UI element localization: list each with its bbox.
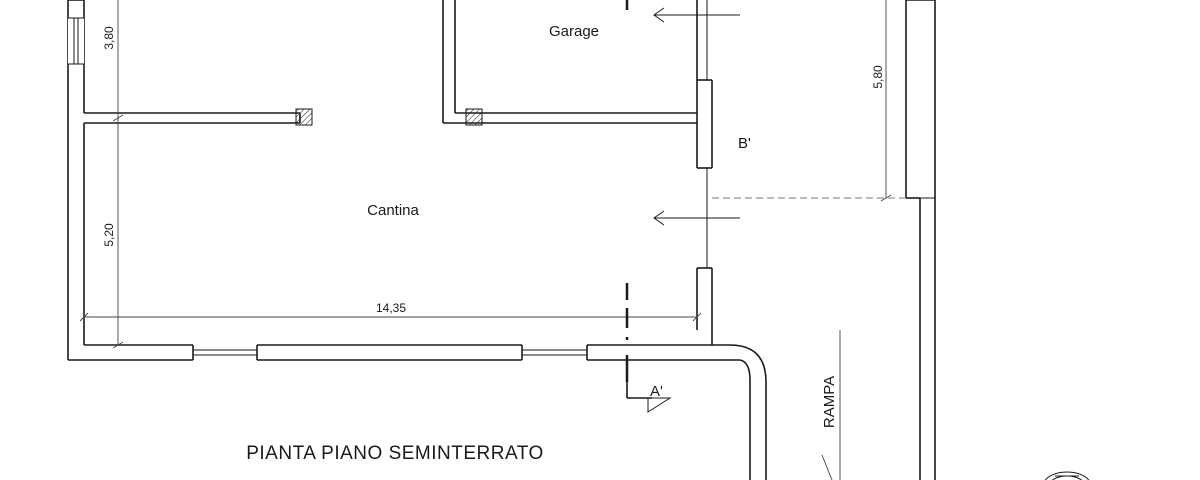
bottom-wall [84, 344, 740, 361]
dimension-cantina-width: 14,35 [376, 301, 406, 315]
interior-wall-left [84, 108, 313, 126]
left-wall-window [68, 17, 84, 65]
dimension-cantina-height: 5,20 [102, 223, 116, 247]
ramp-label: RAMPA [821, 376, 838, 428]
section-label-b-prime: B' [738, 135, 751, 152]
ramp-walls [712, 0, 936, 480]
dimension-upper-height: 3,80 [102, 26, 116, 50]
dimension-lines [79, 0, 892, 480]
garage-walls [442, 0, 697, 126]
drawing-title: PIANTA PIANO SEMINTERRATO [246, 443, 544, 464]
left-outer-wall [67, 0, 193, 361]
room-label-garage: Garage [549, 23, 599, 40]
room-label-cantina: Cantina [367, 202, 419, 219]
entry-arrow-icon [653, 7, 740, 23]
section-marker-icon [626, 382, 672, 413]
right-main-wall [696, 0, 713, 345]
section-label-a-prime: A' [650, 383, 663, 400]
garage-pillar-hatched [465, 108, 483, 126]
entry-arrow-icon [653, 210, 740, 226]
compass-icon [1044, 471, 1090, 480]
pillar-hatched [295, 108, 313, 126]
dimension-garage-depth: 5,80 [871, 65, 885, 89]
